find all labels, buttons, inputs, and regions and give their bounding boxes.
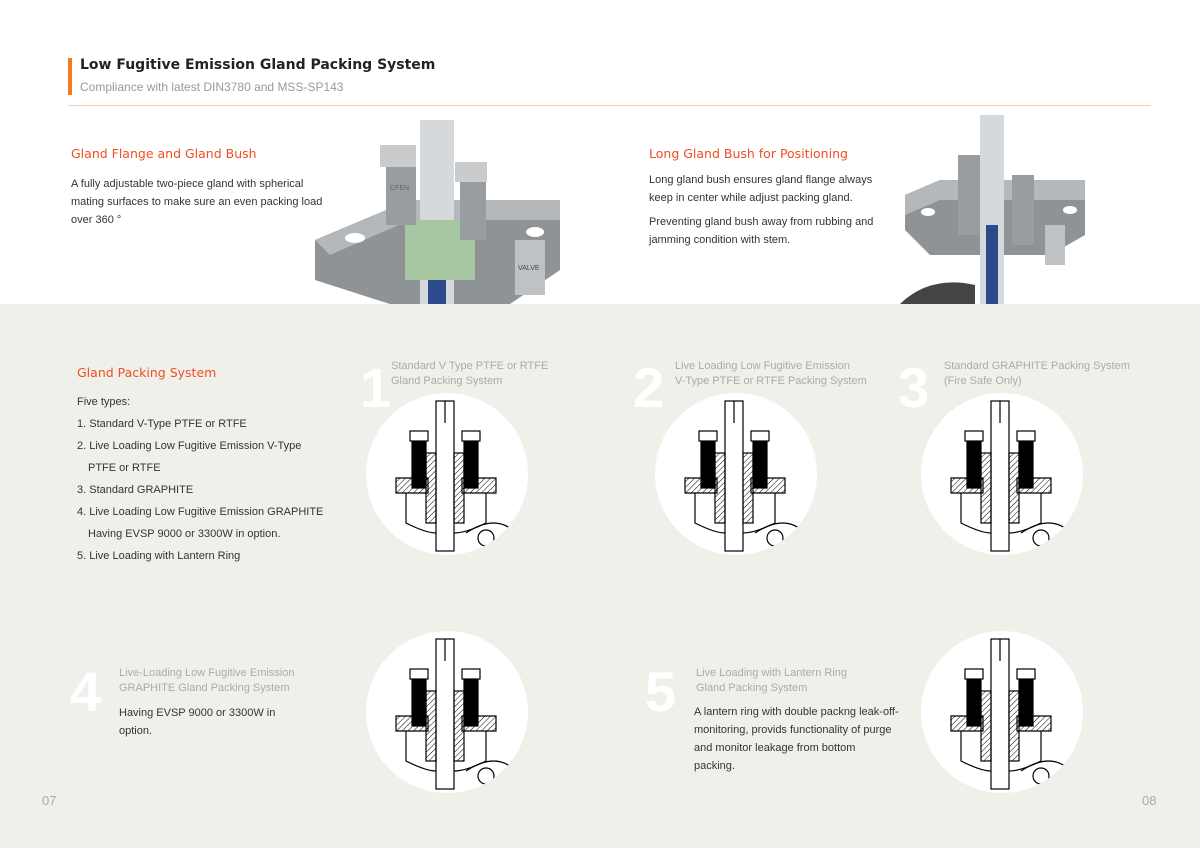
- packing-diagram-4: [366, 631, 528, 793]
- page-number-left: 07: [42, 793, 57, 808]
- type-description: A lantern ring with double packng leak-o…: [694, 706, 899, 772]
- page-title: Low Fugitive Emission Gland Packing Syst…: [80, 57, 436, 73]
- valve-section-drawing: [950, 400, 1072, 552]
- valve-section-drawing: [950, 638, 1072, 790]
- packing-title: Gland Packing System: [77, 365, 217, 380]
- valve-label: VALVE: [518, 265, 540, 272]
- section-text-long-gland-bush-1: Long gland bush ensures gland flange alw…: [649, 174, 873, 204]
- packing-list: Five types: 1. Standard V-Type PTFE or R…: [77, 391, 323, 567]
- section-title-long-gland-bush: Long Gland Bush for Positioning: [649, 146, 848, 161]
- header-divider: [68, 105, 1151, 106]
- packing-item: 5. Live Loading with Lantern Ring: [77, 550, 241, 562]
- type-number: 2: [633, 356, 665, 419]
- cfen-label: CFEN: [390, 185, 409, 192]
- type-number: 4: [70, 660, 102, 723]
- type-number: 1: [360, 356, 392, 419]
- section-text-gland-flange: A fully adjustable two-piece gland with …: [71, 178, 323, 226]
- title-accent-bar: [68, 58, 72, 95]
- packing-diagram-3: [921, 393, 1083, 555]
- packing-item: 1. Standard V-Type PTFE or RTFE: [77, 418, 247, 430]
- type-number: 3: [898, 356, 930, 419]
- type-number: 5: [645, 660, 677, 723]
- page-subtitle: Compliance with latest DIN3780 and MSS-S…: [80, 80, 344, 94]
- packing-item: 4. Live Loading Low Fugitive Emission GR…: [77, 506, 324, 518]
- valve-section-drawing: [684, 400, 806, 552]
- packing-item: 2. Live Loading Low Fugitive Emission V-…: [77, 440, 302, 452]
- packing-diagram-1: [366, 393, 528, 555]
- type-caption: Standard GRAPHITE Packing System(Fire Sa…: [944, 360, 1130, 387]
- packing-diagram-2: [655, 393, 817, 555]
- packing-diagram-5: [921, 631, 1083, 793]
- valve-section-drawing: [395, 638, 517, 790]
- page-number-right: 08: [1142, 793, 1157, 808]
- type-description: Having EVSP 9000 or 3300W in option.: [119, 707, 276, 737]
- packing-item: PTFE or RTFE: [88, 462, 161, 474]
- section-text-long-gland-bush-2: Preventing gland bush away from rubbing …: [649, 216, 874, 246]
- packing-intro: Five types:: [77, 396, 131, 408]
- gland-flange-render: CFEN VALVE: [315, 120, 560, 304]
- packing-item: Having EVSP 9000 or 3300W in option.: [88, 528, 281, 540]
- packing-item: 3. Standard GRAPHITE: [77, 484, 194, 496]
- long-gland-bush-render: [900, 115, 1085, 304]
- valve-section-drawing: [395, 400, 517, 552]
- section-title-gland-flange: Gland Flange and Gland Bush: [71, 146, 257, 161]
